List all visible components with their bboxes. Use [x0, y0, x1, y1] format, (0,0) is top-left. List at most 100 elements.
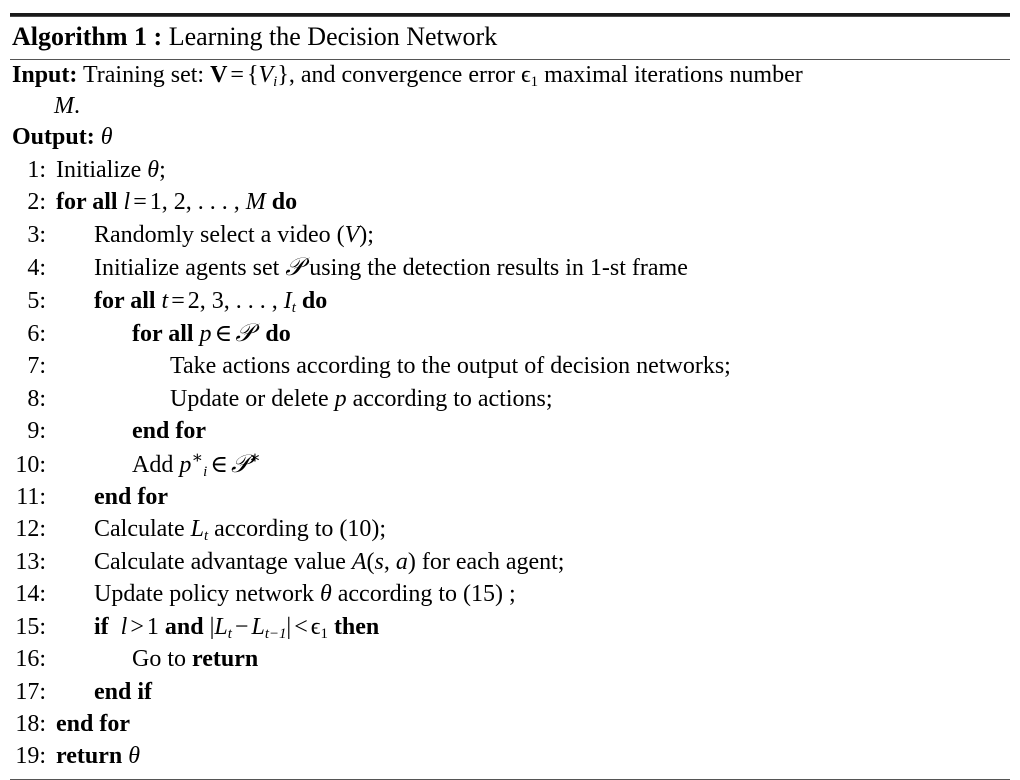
symbol-V: V — [258, 62, 274, 88]
keyword-do: do — [271, 189, 298, 216]
superscript-star: ∗ — [249, 447, 261, 467]
symbol-t: t — [161, 287, 169, 314]
step-number: 5: — [27, 287, 46, 314]
subscript-t: t — [291, 299, 296, 316]
symbol-epsilon: ϵ — [520, 62, 531, 88]
step-number: 19: — [15, 743, 46, 770]
step-number: 12: — [15, 516, 46, 543]
step8-text-b: according to actions; — [352, 385, 553, 412]
step-body: Update policy network θ according to (15… — [56, 578, 1010, 610]
step1-semicolon: ; — [159, 157, 166, 183]
step3-text-b: ); — [359, 221, 374, 248]
symbol-P-calligraphic: 𝒫 — [235, 318, 254, 348]
step-body: end for — [94, 484, 168, 511]
step13-text-b: for each agent; — [421, 548, 565, 575]
step1-text: Initialize — [56, 157, 142, 183]
symbol-P-calligraphic: 𝒫 — [285, 252, 304, 282]
step-body: Go to return — [56, 643, 1010, 675]
symbol-less-than: < — [294, 613, 308, 640]
step-number: 18: — [15, 710, 46, 737]
input-label: Input: — [12, 62, 78, 88]
step-number: 4: — [27, 255, 46, 282]
superscript-star: ∗ — [191, 447, 204, 467]
step4-text-b: using the detection results in 1-st fram… — [309, 255, 688, 282]
step12-text-b: according to (10); — [214, 516, 387, 543]
subscript-t: t — [227, 625, 232, 642]
input-text-a: Training set: — [82, 62, 205, 88]
symbol-I: I — [283, 287, 292, 314]
symbol-V: V — [344, 221, 360, 248]
epsilon-subscript: 1 — [320, 625, 328, 642]
epsilon-subscript: 1 — [530, 74, 539, 91]
paren-open: ( — [366, 548, 375, 575]
step-number: 14: — [15, 581, 46, 608]
brace-open: { — [246, 62, 259, 88]
step-row-19: 19: return θ — [10, 740, 1010, 772]
algorithm-block: Algorithm 1 : Learning the Decision Netw… — [0, 13, 1020, 780]
step-row-4: 4: Initialize agents set 𝒫 using the det… — [10, 251, 1010, 284]
symbol-minus: − — [234, 613, 249, 640]
symbol-p: p — [199, 321, 212, 348]
step-number: 11: — [16, 484, 46, 511]
step-row-15: 15: if l>1 and |Lt−Lt−1|<ϵ1 then — [10, 611, 1010, 643]
symbol-epsilon: ϵ — [310, 613, 321, 640]
symbol-a: a — [395, 548, 408, 575]
step-row-10: 10: Add p∗i∈𝒫∗ — [10, 448, 1010, 481]
step-body: for all l=1, 2, . . . , M do — [56, 186, 1010, 218]
step-row-16: 16: Go to return — [10, 643, 1010, 675]
output-label: Output: — [12, 124, 95, 150]
symbol-p: p — [179, 451, 192, 478]
step-number: 13: — [15, 548, 46, 575]
input-continuation: M. — [10, 91, 1010, 122]
step-number: 8: — [27, 385, 46, 412]
step-number: 7: — [27, 353, 46, 380]
step-body: if l>1 and |Lt−Lt−1|<ϵ1 then — [56, 611, 1010, 643]
symbol-equals: = — [171, 287, 185, 314]
symbol-equals: = — [133, 189, 147, 216]
step-row-1: 1: Initialize θ; — [10, 154, 1010, 186]
subscript-i: i — [273, 74, 278, 91]
symbol-L: L — [251, 613, 265, 640]
step-row-6: 6: for all p∈𝒫 do — [10, 317, 1010, 350]
input-text-c: maximal iterations number — [544, 62, 803, 88]
step-body: Calculate advantage value A(s, a) for ea… — [56, 546, 1010, 578]
symbol-L: L — [214, 613, 228, 640]
step14-text-a: Update policy network — [94, 581, 314, 608]
symbol-greater-than: > — [130, 613, 144, 640]
step10-text: Add — [132, 451, 174, 478]
step-number: 6: — [27, 321, 46, 348]
step-number: 10: — [15, 451, 46, 478]
keyword-for-all: for all — [94, 287, 156, 314]
symbol-theta: θ — [319, 581, 332, 608]
symbol-s: s — [374, 548, 384, 575]
keyword-if: if — [94, 613, 109, 640]
step-body: Initialize agents set 𝒫 using the detect… — [56, 251, 1010, 284]
symbol-M: M — [54, 93, 74, 119]
input-cont-period: . — [74, 93, 80, 119]
step-number: 9: — [27, 418, 46, 445]
step-body: Take actions according to the output of … — [170, 353, 731, 380]
step16-text: Go to — [132, 646, 186, 673]
step-row-13: 13: Calculate advantage value A(s, a) fo… — [10, 546, 1010, 578]
number-one: 1 — [146, 613, 159, 640]
algorithm-title-label: Algorithm 1 : — [12, 22, 163, 51]
step-body: end for — [56, 710, 130, 737]
symbol-p: p — [334, 385, 347, 412]
step3-text-a: Randomly select a video ( — [94, 221, 345, 248]
step-row-9: 9: end for — [10, 415, 1010, 447]
step-number: 17: — [15, 678, 46, 705]
brace-close: } — [277, 62, 289, 88]
abs-bar-close: | — [286, 613, 292, 640]
step-row-5: 5: for all t=2, 3, . . . , It do — [10, 285, 1010, 317]
step-number: 1: — [27, 157, 46, 183]
symbol-P-calligraphic: 𝒫 — [231, 448, 250, 478]
keyword-and: and — [164, 613, 204, 640]
step-body: end if — [94, 678, 153, 705]
rule-under-title — [10, 59, 1010, 60]
algorithm-steps: 1: Initialize θ; 2: for all l=1, 2, . . … — [10, 154, 1010, 773]
keyword-for-all: for all — [132, 321, 194, 348]
symbol-theta-output: θ — [100, 124, 113, 150]
step-row-12: 12: Calculate Lt according to (10); — [10, 513, 1010, 545]
step-row-8: 8: Update or delete p according to actio… — [10, 383, 1010, 415]
symbol-V-bold: V — [210, 62, 228, 88]
